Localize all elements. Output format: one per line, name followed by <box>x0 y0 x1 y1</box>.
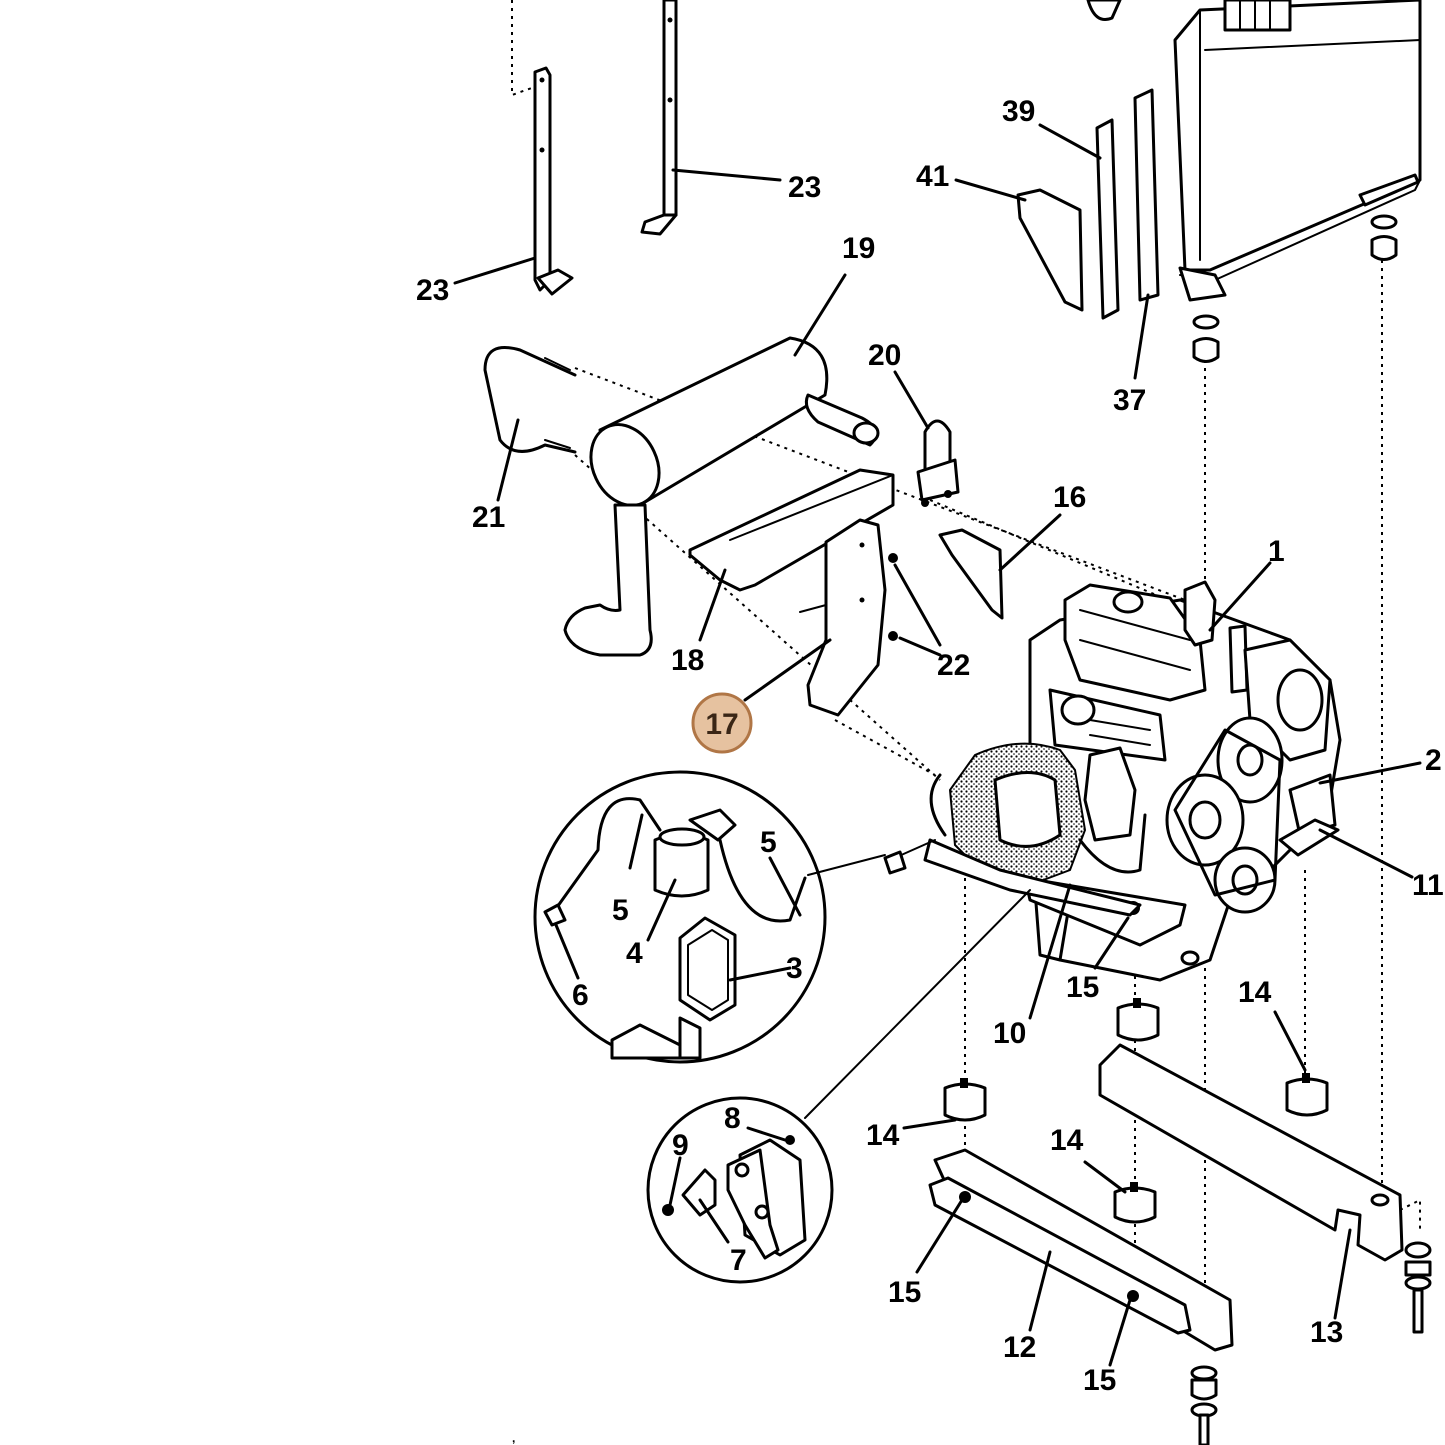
label-23b: 23 <box>416 274 449 307</box>
label-37: 37 <box>1113 384 1146 417</box>
label-20: 20 <box>868 339 901 372</box>
label-7: 7 <box>730 1244 747 1277</box>
bracket-rod-upper <box>640 0 678 236</box>
label-15b: 15 <box>888 1276 921 1309</box>
mount-bracket-17 <box>799 518 887 717</box>
label-9: 9 <box>672 1129 689 1162</box>
label-15a: 15 <box>1066 971 1099 1004</box>
label-22: 22 <box>937 649 970 682</box>
engine-rail-12 <box>928 1148 1234 1352</box>
detail-inset-fuel-filter <box>533 770 886 1064</box>
label-4: 4 <box>626 937 643 970</box>
shroud-bracket-39 <box>1095 118 1120 320</box>
label-23a: 23 <box>788 171 821 204</box>
highlighted-callout-17[interactable]: 17 <box>691 692 753 754</box>
label-6: 6 <box>572 979 589 1012</box>
label-14b: 14 <box>866 1119 900 1152</box>
label-39: 39 <box>1002 95 1035 128</box>
label-41: 41 <box>916 160 949 193</box>
label-3: 3 <box>786 952 803 985</box>
label-16: 16 <box>1053 481 1086 514</box>
engine-block <box>883 580 1342 982</box>
label-18: 18 <box>671 644 704 677</box>
muffler <box>563 336 880 657</box>
label-13: 13 <box>1310 1316 1343 1349</box>
label-2: 2 <box>1425 744 1442 777</box>
heat-shield-18 <box>688 468 895 592</box>
highlight-badge <box>691 692 753 754</box>
label-5b: 5 <box>760 826 777 859</box>
label-17: 17 <box>705 708 738 741</box>
label-21: 21 <box>472 501 505 534</box>
label-12: 12 <box>1003 1331 1036 1364</box>
label-19: 19 <box>842 232 875 265</box>
shroud-bracket-41 <box>1016 188 1084 312</box>
bracket-16 <box>938 528 1004 620</box>
label-14a: 14 <box>1238 976 1272 1009</box>
label-8: 8 <box>724 1102 741 1135</box>
nuts-22 <box>888 553 898 641</box>
engine-rail-13 <box>1098 1043 1404 1262</box>
label-15c: 15 <box>1083 1364 1116 1397</box>
label-5a: 5 <box>612 894 629 927</box>
label-14c: 14 <box>1050 1124 1084 1157</box>
stray-mark: , <box>512 1431 515 1445</box>
leader-lines <box>453 123 1422 1367</box>
label-1: 1 <box>1268 535 1285 568</box>
rubber-mounts-14 <box>943 998 1329 1224</box>
mount-bolts <box>1190 1241 1432 1445</box>
callout-labels: 1 2 3 4 5 5 6 7 8 9 10 11 12 13 14 14 14… <box>416 95 1444 1397</box>
bracket-rod-lower <box>533 66 574 296</box>
label-11: 11 <box>1412 869 1444 902</box>
radiator <box>1086 0 1422 363</box>
label-10: 10 <box>993 1017 1026 1050</box>
u-bolt-20 <box>916 419 960 507</box>
shroud-bracket-37 <box>1133 88 1160 302</box>
detail-inset-fuel-pump <box>646 889 1031 1284</box>
exhaust-clamp-21 <box>483 346 577 454</box>
